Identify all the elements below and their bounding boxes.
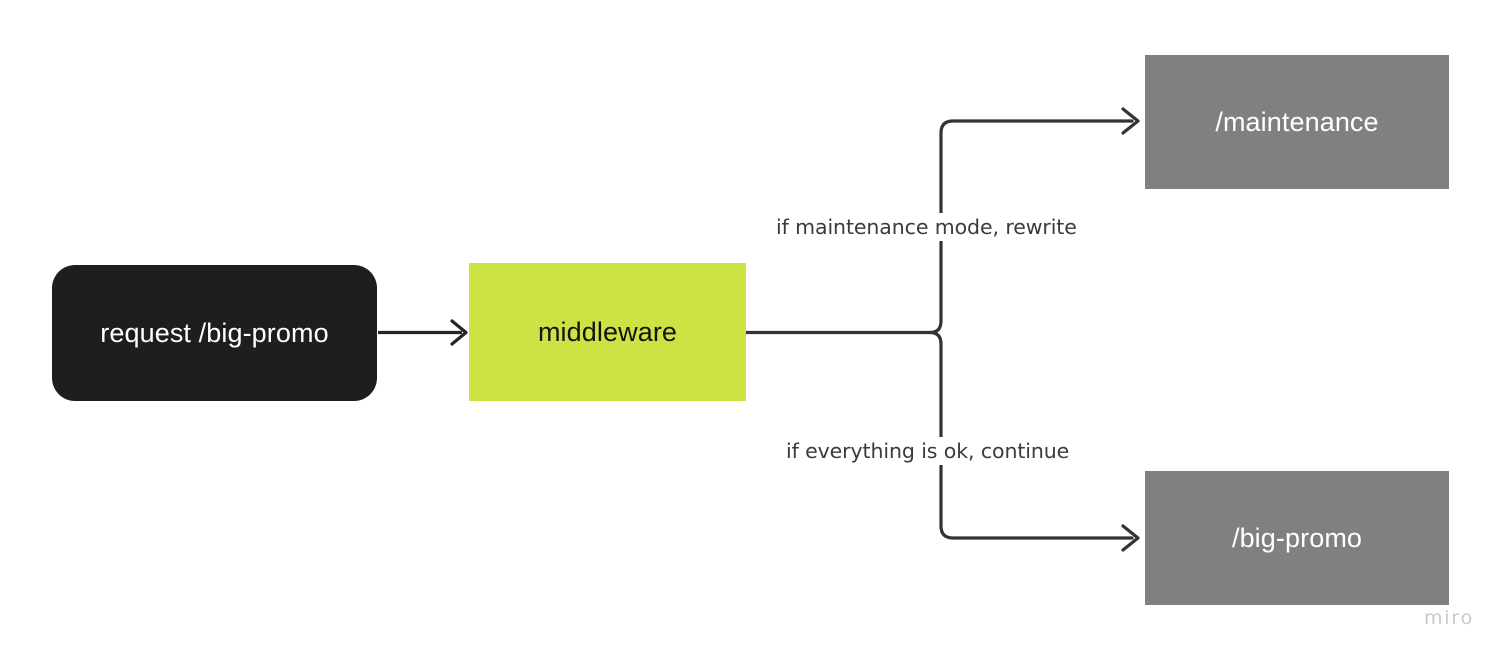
edge-label-maintenance-rewrite: if maintenance mode, rewrite [770, 213, 1083, 241]
node-request-label: request /big-promo [100, 317, 329, 348]
node-middleware-label: middleware [537, 316, 678, 347]
node-big-promo-label: /big-promo [1231, 522, 1363, 553]
node-maintenance[interactable]: /maintenance [1145, 55, 1449, 189]
node-middleware[interactable]: middleware [469, 263, 746, 401]
node-request[interactable]: request /big-promo [52, 265, 377, 401]
node-maintenance-label: /maintenance [1215, 106, 1379, 137]
node-big-promo[interactable]: /big-promo [1145, 471, 1449, 605]
edge-label-everything-ok-continue: if everything is ok, continue [780, 437, 1076, 465]
connector-request-to-middleware[interactable] [378, 319, 468, 346]
miro-watermark: miro [1424, 607, 1475, 629]
